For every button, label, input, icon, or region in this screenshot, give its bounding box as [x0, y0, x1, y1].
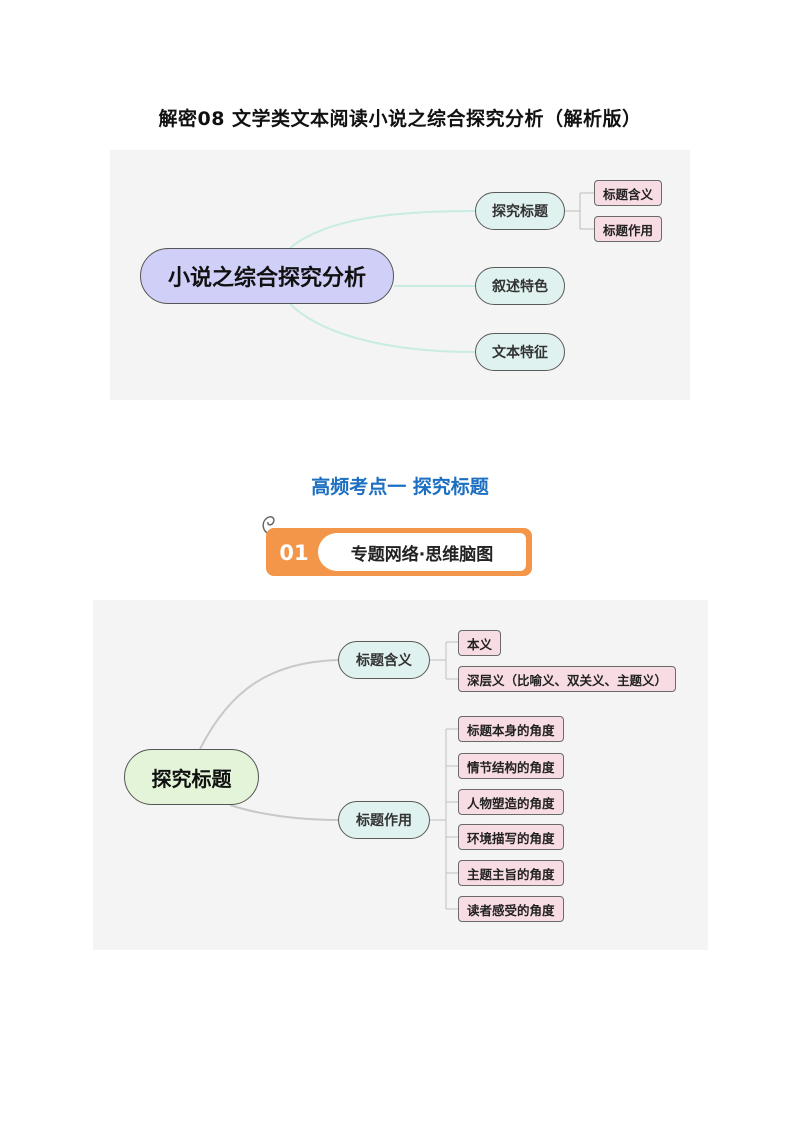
- banner-number: 01: [279, 541, 309, 565]
- mindmap-2-leaf-angle-title: 标题本身的角度: [458, 716, 564, 742]
- mindmap-1-branch-explore-title: 探究标题: [475, 192, 565, 230]
- mindmap-1-leaf-title-function: 标题作用: [594, 216, 663, 242]
- mindmap-2-leaf-literal: 本义: [458, 630, 502, 656]
- mindmap-2-leaf-angle-theme: 主题主旨的角度: [458, 860, 564, 886]
- mindmap-1-branch-text-features: 文本特征: [475, 333, 565, 371]
- paperclip-icon: [262, 516, 275, 535]
- mindmap-2-central-node: 探究标题: [124, 749, 259, 805]
- mindmap-1-leaf-title-meaning: 标题含义: [594, 180, 663, 206]
- mindmap-1-central-node: 小说之综合探究分析: [140, 248, 394, 304]
- mindmap-2-leaf-deeper: 深层义（比喻义、双关义、主题义）: [458, 666, 677, 692]
- banner-text: 专题网络·思维脑图: [318, 533, 526, 571]
- mindmap-2-leaf-angle-reader: 读者感受的角度: [458, 896, 564, 922]
- mindmap-2-leaf-angle-character: 人物塑造的角度: [458, 789, 564, 815]
- mindmap-2-leaf-angle-environment: 环境描写的角度: [458, 824, 564, 850]
- section-title: 高频考点一 探究标题: [311, 476, 489, 498]
- mindmap-2-branch-title-function: 标题作用: [338, 801, 430, 839]
- mindmap-2-branch-title-meaning: 标题含义: [338, 641, 430, 679]
- mindmap-2-leaf-angle-plot: 情节结构的角度: [458, 753, 564, 779]
- page-title: 解密08 文学类文本阅读小说之综合探究分析（解析版）: [158, 108, 642, 130]
- mindmap-1-branch-narrative: 叙述特色: [475, 267, 565, 305]
